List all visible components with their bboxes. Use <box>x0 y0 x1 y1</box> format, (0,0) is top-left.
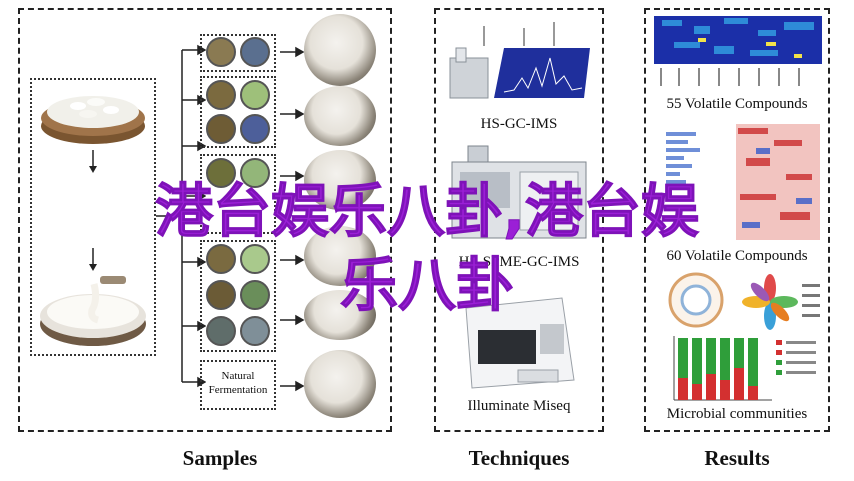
technique-label: Illuminate Miseq <box>467 398 571 414</box>
techniques-title: Techniques <box>468 446 570 470</box>
natural-fermentation-box <box>200 360 276 410</box>
fermented-dish <box>304 14 376 86</box>
culture-plate <box>240 80 270 110</box>
samples-panel <box>18 8 392 432</box>
culture-plate <box>206 37 236 67</box>
culture-plate <box>240 316 270 346</box>
hs-gc-ims-image <box>444 18 594 110</box>
stacked-bar-chart <box>662 334 824 404</box>
culture-plate <box>206 244 236 274</box>
dish-arrows <box>276 30 306 400</box>
hs-spme-gc-ims-image <box>448 142 590 242</box>
culture-plate <box>206 80 236 110</box>
plate-group-4 <box>200 240 276 352</box>
result-label: 60 Volatile Compounds <box>666 248 808 264</box>
result-label: Microbial communities <box>666 406 808 422</box>
techniques-panel <box>434 8 604 432</box>
fermented-dish <box>304 226 376 286</box>
plate-group-3 <box>200 154 276 234</box>
flower-chart <box>742 270 824 332</box>
culture-plate <box>240 37 270 67</box>
rice-bowl-image <box>36 82 150 148</box>
culture-plate <box>240 114 270 144</box>
heatmap-chart-2 <box>656 118 822 244</box>
culture-plate <box>206 280 236 310</box>
plate-group-1 <box>200 34 276 72</box>
paste-bowl-image <box>36 276 150 350</box>
technique-label: HS-GC-IMS <box>480 116 558 132</box>
fermented-dish <box>304 350 376 418</box>
circular-chart-1 <box>660 268 740 330</box>
natural-fermentation-label: Natural Fermentation <box>208 370 268 396</box>
culture-plate <box>206 316 236 346</box>
technique-label: HS-SPME-GC-IMS <box>458 254 580 270</box>
branch-connector <box>156 36 207 396</box>
fermented-dish <box>304 150 376 210</box>
result-label: 55 Volatile Compounds <box>666 96 808 112</box>
illuminate-miseq-image <box>452 284 582 394</box>
down-arrow-2 <box>88 248 98 272</box>
culture-plate <box>240 244 270 274</box>
fermented-dish <box>304 290 376 340</box>
culture-plate <box>206 158 236 188</box>
down-arrow-1 <box>88 150 98 174</box>
plate-group-2 <box>200 76 276 148</box>
heatmap-chart-1 <box>654 16 822 90</box>
samples-title: Samples <box>182 446 258 470</box>
culture-plate <box>206 114 236 144</box>
results-panel <box>644 8 830 432</box>
raw-material-box <box>30 78 156 356</box>
fermented-dish <box>304 86 376 146</box>
results-title: Results <box>704 446 770 470</box>
culture-plate <box>240 158 270 188</box>
culture-plate <box>240 280 270 310</box>
